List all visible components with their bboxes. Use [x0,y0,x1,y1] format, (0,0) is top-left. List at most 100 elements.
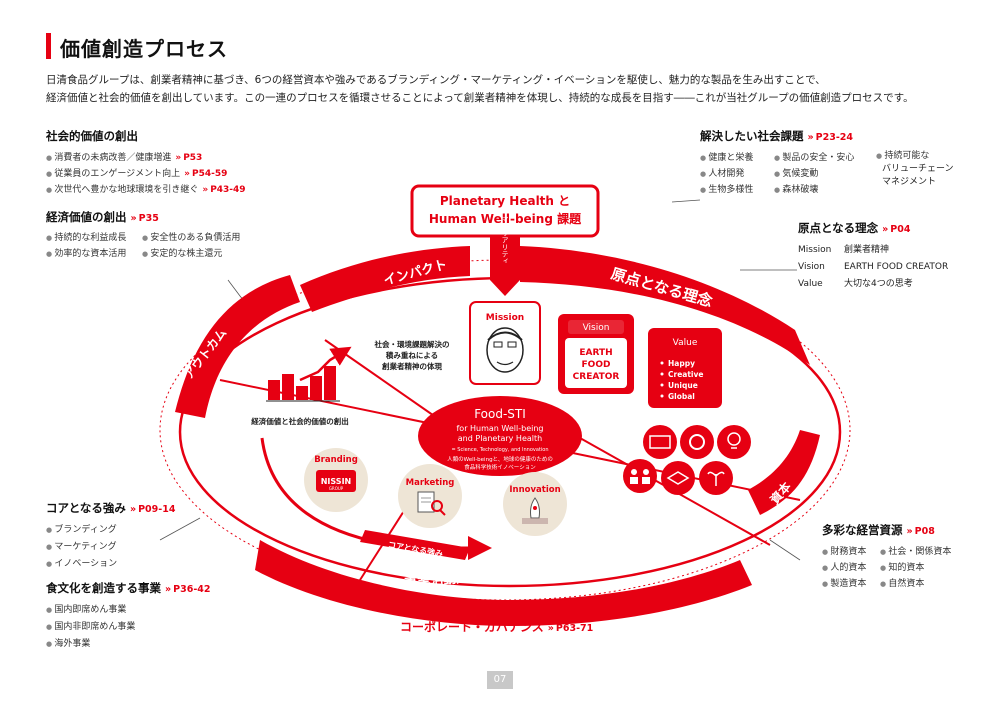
svg-text:= Science, Technology, and Inn: = Science, Technology, and Innovation [452,447,549,453]
founder-portrait-icon [486,327,524,373]
list-item: 製品の安全・安心 [774,150,876,166]
intro-line-2: 経済価値と社会的価値を創出しています。この一連のプロセスを循環させることによって… [46,92,914,104]
rocket-icon [522,497,548,524]
list-item: 知的資本 [880,560,960,576]
list-item: 従業員のエンゲージメント向上P54-59 [46,166,246,182]
page-ref[interactable]: P43-49 [202,185,245,195]
list-item: 安全性のある負債活用 [142,230,272,246]
list-item: イノベーション [46,556,175,573]
svg-text:Creative: Creative [668,370,703,379]
lightbulb-icon [717,425,751,459]
issue-box-line-1: Planetary Health と [440,194,570,208]
core-strength-section: コアとなる強み P09-14 ブランディング マーケティング イノベーション [46,500,175,573]
svg-text:CREATOR: CREATOR [573,372,620,382]
list-item: 効率的な資本活用 [46,246,142,262]
svg-text:FOOD: FOOD [582,360,611,370]
food-sti-ellipse [418,396,582,476]
svg-text:Marketing: Marketing [406,478,455,488]
money-icon [643,425,677,459]
ring-outcome [175,275,300,418]
page-ref[interactable]: P54-59 [184,169,227,179]
core-strength-ribbon [360,530,470,560]
svg-text:Global: Global [668,392,695,401]
svg-text:食品科学技術イノベーション: 食品科学技術イノベーション [464,463,536,471]
svg-text:Unique: Unique [668,381,698,390]
ring-origin [520,246,810,365]
svg-text:for Human Well-being: for Human Well-being [456,424,543,433]
food-sti-title: Food-STI [474,407,526,421]
list-item: 財務資本 [822,544,880,560]
document-magnifier-icon [417,491,446,516]
page-ref[interactable]: P36-42 [165,584,211,595]
social-value-section: 社会的価値の創出 消費者の未病改善／健康増進P53 従業員のエンゲージメント向上… [46,128,246,198]
svg-text:NISSIN: NISSIN [321,477,352,486]
food-business-section: 食文化を創造する事業 P36-42 国内即席めん事業 国内非即席めん事業 海外事業 [46,580,211,653]
value-box [648,328,722,408]
origin-heading: 原点となる理念 [798,221,879,235]
gear-icon [680,425,714,459]
page-ref[interactable]: P08 [907,526,935,537]
svg-text:積み重ねによる: 積み重ねによる [385,350,438,360]
list-item: 製造資本 [822,576,880,592]
page-ref[interactable]: P09-14 [130,504,176,515]
people-icon [623,459,657,493]
econ-social-label: 経済価値と社会的価値の創出 [251,416,349,426]
list-item: 国内非即席めん事業 [46,619,211,636]
ring-business [255,540,752,626]
list-item: 海外事業 [46,636,211,653]
svg-text:and Planetary Health: and Planetary Health [458,434,542,443]
svg-text:EARTH: EARTH [579,348,612,358]
svg-text:人類のWell-beingと、地球の健康のための: 人類のWell-beingと、地球の健康のための [447,455,553,463]
materiality-label: マテリアリティ [501,216,509,265]
materiality-arrow [490,236,520,296]
intro-line-1: 日清食品グループは、創業者精神に基づき、6つの経営資本や強みであるブランディング… [46,74,826,86]
svg-text:Innovation: Innovation [509,485,560,495]
ring-impact [300,246,470,312]
vision-label: Vision [583,323,610,333]
page-ref[interactable]: P53 [175,153,202,163]
page-ref[interactable]: P35 [131,213,159,224]
svg-text:Branding: Branding [314,455,358,465]
list-item: 森林破壊 [774,182,876,198]
list-item: 消費者の未病改善／健康増進P53 [46,150,246,166]
list-item: 健康と栄養 [700,150,774,166]
list-item: マーケティング [46,539,175,556]
title-accent-bar [46,33,51,59]
resources-heading: 多彩な経営資源 [822,523,903,537]
social-issues-section: 解決したい社会課題P23-24 健康と栄養 人材開発 生物多様性 製品の安全・安… [700,128,956,198]
list-item: 社会・関係資本 [880,544,960,560]
food-business-heading: 食文化を創造する事業 [46,581,161,595]
value-label: Value [673,338,698,348]
growth-chart-icon [266,346,352,402]
economic-value-heading: 経済価値の創出 [46,210,127,224]
list-item: 持続的な利益成長 [46,230,142,246]
page-ref[interactable]: P04 [882,224,910,235]
list-item: 安定的な株主還元 [142,246,272,262]
svg-text:社会・環境課題解決の: 社会・環境課題解決の [374,339,450,349]
list-item: 生物多様性 [700,182,774,198]
mission-label: Mission [486,313,524,323]
list-item: 次世代へ豊かな地球環境を引き継ぐP43-49 [46,182,245,198]
list-item: 持続可能な [876,150,956,163]
nissin-logo [316,470,356,492]
issue-box-line-2: Human Well-being 課題 [429,211,582,226]
page-number: 07 [487,671,513,689]
list-item: ブランディング [46,522,175,539]
page-ref[interactable]: P63-71 [548,623,594,634]
list-item: 自然資本 [880,576,960,592]
resources-section: 多彩な経営資源 P08 財務資本 社会・関係資本 人的資本 知的資本 製造資本 自… [822,522,960,592]
resources-icons [623,425,751,495]
page-ref[interactable]: P23-24 [808,132,854,143]
value-bullets [660,361,664,398]
svg-text:Happy: Happy [668,359,695,368]
list-item: 人的資本 [822,560,880,576]
list-item: 国内即席めん事業 [46,602,211,619]
svg-text:創業者精神の体現: 創業者精神の体現 [381,361,442,371]
ring-capital [748,430,820,515]
social-issues-heading: 解決したい社会課題 [700,129,804,143]
list-item: 気候変動 [774,166,876,182]
core-strength-heading: コアとなる強み [46,501,126,515]
svg-text:GROUP: GROUP [329,486,344,491]
